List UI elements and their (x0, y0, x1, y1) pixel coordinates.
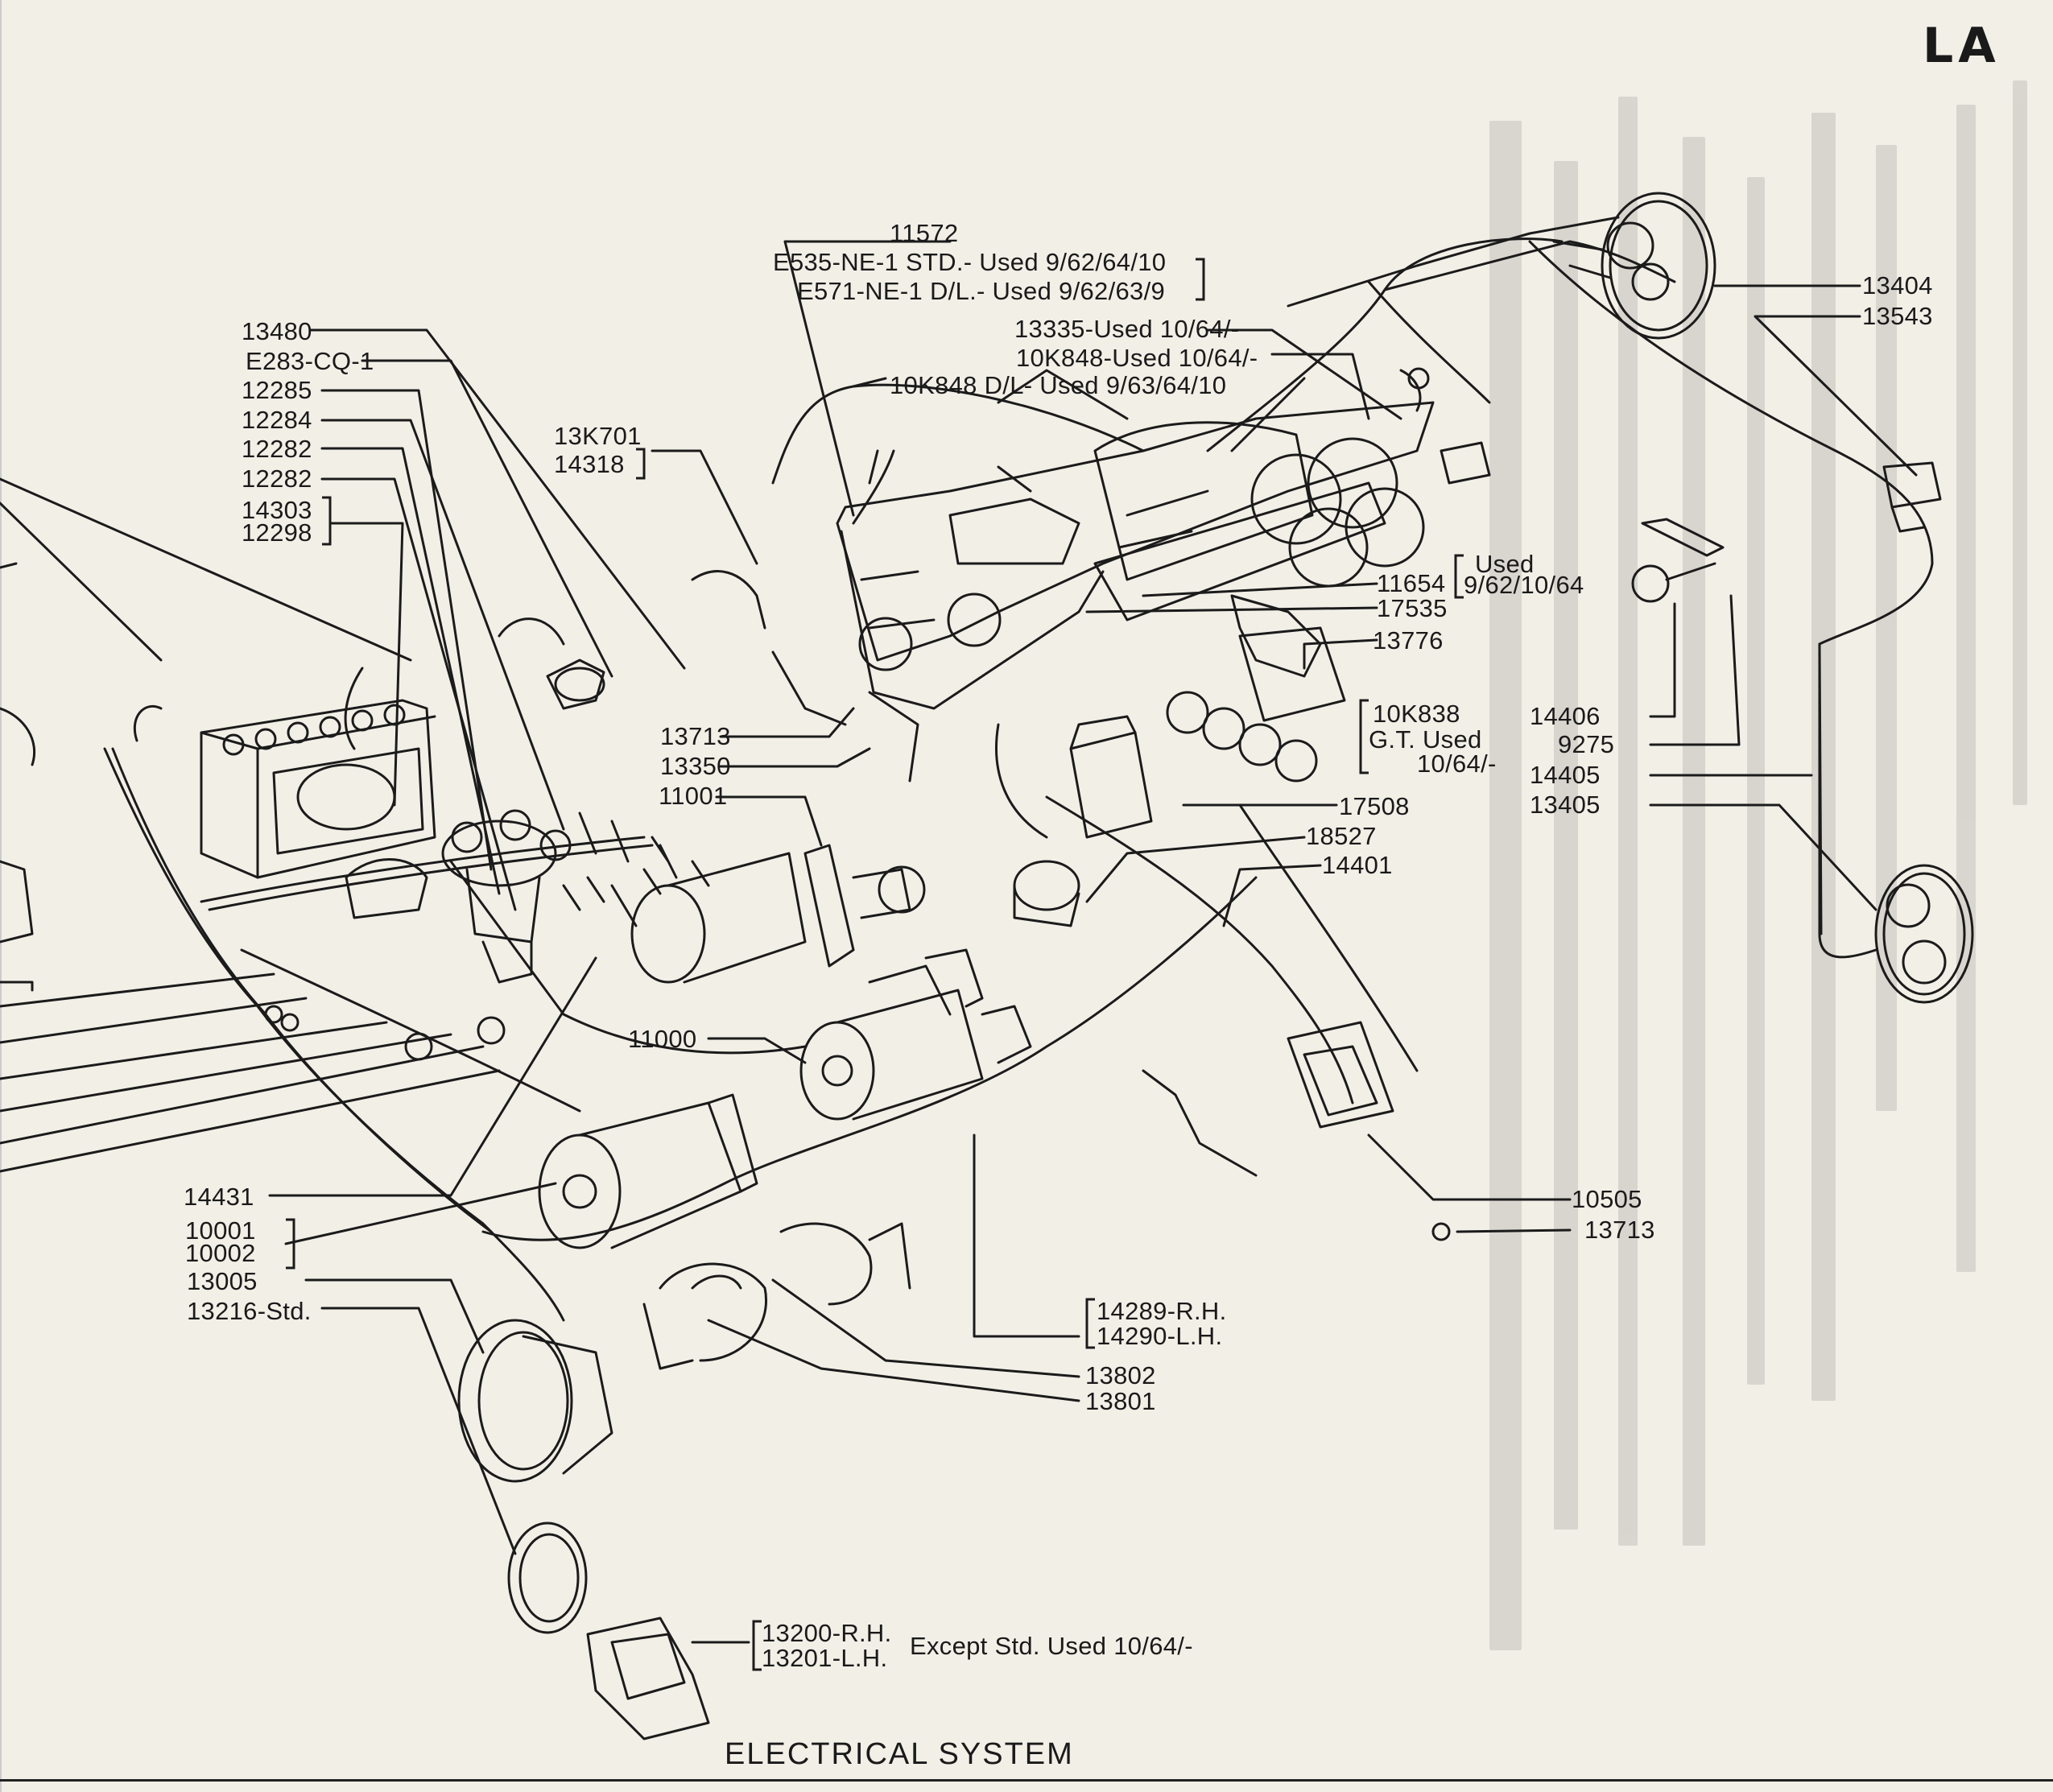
callout-11572: 11572 (890, 219, 959, 247)
sender-units (264, 1005, 1451, 1241)
callout-13404: 13404 (1862, 271, 1933, 299)
callout-11654: 11654 (1377, 569, 1446, 597)
wiper-motor (1013, 860, 1080, 927)
brace-10001-10002 (286, 1218, 295, 1270)
tail-lamp-upper (1552, 192, 1716, 340)
callout-13005: 13005 (187, 1267, 258, 1295)
brace-13k701-14318 (636, 448, 646, 480)
side-lamp (507, 1522, 588, 1634)
misc-wires (133, 449, 1258, 1177)
left-leader-lines (0, 477, 501, 1173)
callout-gt-date: 10/64/- (1417, 749, 1497, 778)
brace-used-dates (1454, 554, 1464, 599)
callout-12284: 12284 (242, 406, 312, 434)
brace-14289-14290 (1085, 1298, 1095, 1349)
callout-12282-a: 12282 (242, 435, 312, 463)
callout-13543: 13543 (1862, 302, 1933, 330)
callout-12285: 12285 (242, 376, 312, 404)
instrument-panel (836, 401, 1435, 710)
callout-9275: 9275 (1558, 730, 1615, 758)
callout-13801: 13801 (1085, 1387, 1156, 1415)
brace-10k838 (1359, 699, 1369, 774)
ignition-distributor (345, 809, 630, 984)
fuse-box (1287, 1021, 1394, 1129)
callout-10k838: 10K838 (1373, 700, 1460, 728)
callout-gt-used: G.T. Used (1369, 725, 1482, 754)
callout-14431: 14431 (184, 1183, 254, 1211)
bottom-rule (0, 1779, 2053, 1782)
callout-14405: 14405 (1530, 761, 1601, 789)
callout-13405: 13405 (1530, 791, 1601, 819)
callout-14289: 14289-R.H. (1097, 1297, 1227, 1325)
rear-lamp-wiring (1287, 216, 1934, 959)
callout-18527: 18527 (1306, 822, 1377, 850)
main-wiring-harness (103, 237, 1676, 1322)
ignition-coil (546, 659, 605, 710)
brace-e535-e571 (1196, 258, 1205, 301)
callout-e535: E535-NE-1 STD.- Used 9/62/64/10 (773, 248, 1167, 276)
callout-11001: 11001 (659, 782, 728, 810)
callout-used-label: Used (1475, 550, 1535, 578)
callout-13776: 13776 (1373, 626, 1444, 654)
spark-plugs (586, 836, 710, 927)
headlamp (457, 1319, 613, 1483)
page-section-mark: LA (1923, 18, 2001, 74)
callout-13480: 13480 (242, 317, 312, 345)
page-edge (0, 0, 2, 1792)
callout-14406: 14406 (1530, 702, 1601, 730)
generator-11001 (630, 844, 926, 984)
callout-13713-lower: 13713 (1584, 1216, 1655, 1244)
callout-13335: 13335-Used 10/64/- (1014, 315, 1240, 343)
auxiliary-gauges (1166, 626, 1346, 782)
callout-10k848: 10K848-Used 10/64/- (1016, 344, 1258, 372)
callout-11000: 11000 (628, 1025, 697, 1053)
brace-13200-13201 (752, 1620, 762, 1671)
callout-10002: 10002 (185, 1239, 256, 1267)
callout-14290: 14290-L.H. (1097, 1322, 1223, 1350)
callout-14401: 14401 (1322, 851, 1393, 879)
callout-e283: E283-CQ-1 (246, 347, 374, 375)
figure-caption: ELECTRICAL SYSTEM (725, 1737, 1074, 1771)
starter-motor-11000 (799, 948, 1032, 1121)
left-partial-component (0, 562, 36, 992)
callout-13200: 13200-R.H. (762, 1619, 892, 1647)
callout-leaders (268, 240, 1918, 1644)
callout-13k701: 13K701 (554, 422, 642, 450)
flasher-unit (1399, 367, 1491, 485)
horns (642, 1222, 911, 1370)
callout-14318: 14318 (554, 450, 625, 478)
stop-lamp-switch (1631, 518, 1725, 603)
control-box (1069, 715, 1153, 839)
dynamo-10001 (538, 1093, 758, 1249)
front-flasher-lamp (586, 1617, 710, 1740)
callout-17508: 17508 (1339, 792, 1410, 820)
callout-13802: 13802 (1085, 1361, 1156, 1389)
callout-13350: 13350 (660, 752, 731, 780)
callout-14303: 14303 (242, 496, 312, 524)
callout-12282-b: 12282 (242, 465, 312, 493)
tail-lamp-lower (1874, 864, 1974, 1004)
battery (200, 699, 436, 879)
callout-e571: E571-NE-1 D/L.- Used 9/62/63/9 (797, 277, 1166, 305)
number-plate-lamp (1882, 461, 1942, 533)
callout-12298: 12298 (242, 518, 312, 547)
brace-14303-12298 (322, 496, 332, 546)
callout-13713-upper: 13713 (660, 722, 731, 750)
callout-except-std: Except Std. Used 10/64/- (910, 1632, 1193, 1660)
callout-10k848-dl: 10K848 D/L- Used 9/63/64/10 (890, 371, 1227, 399)
callout-used-dates: 9/62/10/64 (1464, 571, 1584, 599)
callout-10001: 10001 (185, 1216, 256, 1245)
callout-13201: 13201-L.H. (762, 1644, 888, 1672)
callout-13216: 13216-Std. (187, 1297, 312, 1325)
callout-17535: 17535 (1377, 594, 1448, 622)
callout-10505: 10505 (1572, 1185, 1642, 1213)
